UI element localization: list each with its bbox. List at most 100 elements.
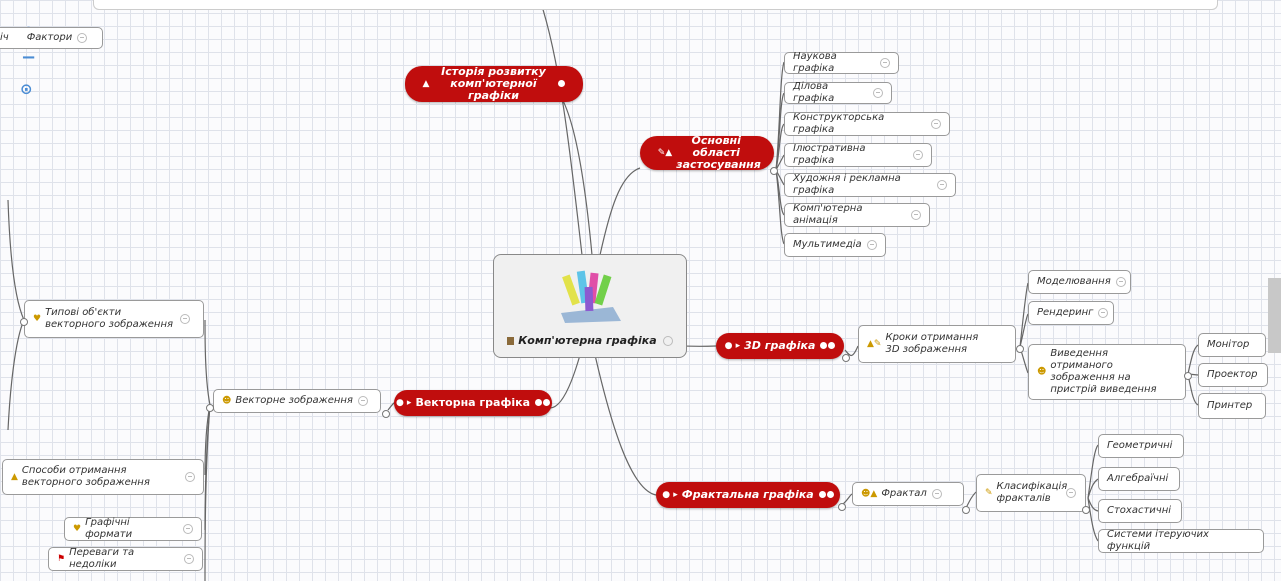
topic-areas[interactable]: ✎▲ Основні області застосування <box>640 134 774 171</box>
expand-icon <box>873 88 883 98</box>
collapse-handle[interactable] <box>962 506 970 514</box>
fractal-type-node[interactable]: Системи ітеруючих функцій <box>1098 529 1264 553</box>
collapse-handle[interactable] <box>1082 506 1090 514</box>
factors-label: Фактори <box>26 32 73 43</box>
topic-vector[interactable]: ● ▸ Векторна графіка <box>394 390 552 416</box>
status-dots-icon <box>818 489 834 501</box>
collapse-handle[interactable] <box>206 404 214 412</box>
step-node[interactable]: ☻ Виведення отриманого зображення на при… <box>1028 344 1186 400</box>
topic-areas-label: Основні області застосування <box>676 134 761 171</box>
collapse-handle[interactable] <box>842 354 850 362</box>
expand-icon <box>180 314 191 324</box>
collapse-handle[interactable] <box>20 318 28 326</box>
fractal-type-node[interactable]: Геометричні <box>1098 434 1184 458</box>
fractal-node[interactable]: ☻▲ Фрактал <box>852 482 964 506</box>
fractal-type-node[interactable]: Алгебраїчні <box>1098 467 1180 491</box>
topic-fractal[interactable]: ● ▸ Фрактальна графіка <box>656 482 840 508</box>
area-node[interactable]: Конструкторська графіка <box>784 112 950 136</box>
expand-icon <box>911 210 921 220</box>
topic-fractal-label: Фрактальна графіка <box>681 488 814 501</box>
pencil-icon: ✎ <box>985 488 993 498</box>
collapse-handle[interactable] <box>1184 372 1192 380</box>
vector-child-label: Переваги та недоліки <box>69 547 135 570</box>
area-node[interactable]: Мультимедіа <box>784 233 886 257</box>
area-label: Конструкторська графіка <box>793 112 885 135</box>
device-label: Проектор <box>1207 369 1258 380</box>
vector-child-node[interactable]: ♥ Типові об'єкти векторного зображення <box>24 300 204 338</box>
area-label: Художня і рекламна графіка <box>793 173 901 196</box>
topic-history[interactable]: ▲ Історія розвитку комп'ютерної графіки <box>405 66 583 102</box>
vector-image-node[interactable]: ☻ Векторне зображення <box>213 389 381 413</box>
area-node[interactable]: Ілюстративна графіка <box>784 143 932 167</box>
topic-history-label: Історія розвитку комп'ютерної графіки <box>441 65 546 102</box>
vector-child-node[interactable]: ♥ Графічні формати <box>64 517 202 541</box>
device-node[interactable]: Принтер <box>1198 393 1266 419</box>
fractal-type-label: Алгебраїчні <box>1107 473 1169 484</box>
fractal-label: Фрактал <box>881 488 927 499</box>
status-dots-icon <box>534 397 551 409</box>
vector-child-node[interactable]: ⚑ Переваги та недоліки <box>48 547 203 571</box>
step-label: Рендеринг <box>1037 307 1094 318</box>
area-node[interactable]: Художня і рекламна графіка <box>784 173 956 197</box>
step-node[interactable]: Рендеринг <box>1028 301 1114 325</box>
paint-tubes-image <box>561 270 621 323</box>
status-dots-icon <box>819 340 836 352</box>
collapse-handle[interactable] <box>382 410 390 418</box>
locate-icon[interactable]: ⊙ <box>20 80 33 98</box>
status-dot-icon <box>557 78 566 90</box>
expand-icon <box>184 554 194 564</box>
flag-icon: ● ▸ <box>724 341 741 351</box>
collapse-handle[interactable] <box>1016 345 1024 353</box>
zoom-out-button[interactable]: − <box>21 47 37 68</box>
book-icon <box>507 336 515 345</box>
vector-child-label: Способи отримання векторного зображення <box>21 465 150 488</box>
expand-icon <box>866 240 877 250</box>
horizontal-scrollbar[interactable] <box>93 0 1218 10</box>
area-node[interactable]: Ділова графіка <box>784 81 892 104</box>
vector-child-node[interactable]: ▲ Способи отримання векторного зображенн… <box>2 459 204 495</box>
area-label: Ілюстративна графіка <box>793 143 866 166</box>
vector-image-label: Векторне зображення <box>235 395 353 406</box>
smiley-icon: ☻ <box>222 396 232 406</box>
classification-node[interactable]: ✎ Класифікація фракталів <box>976 474 1086 512</box>
collapse-handle[interactable] <box>770 167 778 175</box>
flag-icon: ● ▸ <box>395 398 412 408</box>
expand-icon <box>937 180 947 190</box>
fractal-type-label: Геометричні <box>1107 440 1173 451</box>
steps-3d-label: Кроки отримання 3D зображення <box>885 332 979 355</box>
area-label: Мультимедіа <box>793 239 862 250</box>
classification-label: Класифікація фракталів <box>996 481 1068 504</box>
expand-icon <box>662 335 673 346</box>
expand-icon <box>185 472 195 482</box>
expand-icon <box>357 396 368 406</box>
area-node[interactable]: Комп'ютерна анімація <box>784 203 930 227</box>
central-topic[interactable]: Комп'ютерна графіка <box>493 254 687 358</box>
collapse-handle[interactable] <box>838 503 846 511</box>
fractal-type-label: Стохастичні <box>1107 505 1172 516</box>
vector-child-label: Графічні формати <box>85 517 133 540</box>
device-node[interactable]: Проектор <box>1198 363 1268 387</box>
fractal-type-node[interactable]: Стохастичні <box>1098 499 1182 523</box>
vertical-scrollbar-thumb[interactable] <box>1268 278 1281 353</box>
central-topic-label: Комп'ютерна графіка <box>518 334 657 347</box>
area-label: Ділова графіка <box>793 81 835 104</box>
vector-child-label: Типові об'єкти векторного зображення <box>45 307 173 330</box>
steps-3d-node[interactable]: ▲✎ Кроки отримання 3D зображення <box>858 325 1016 363</box>
area-node[interactable]: Наукова графіка <box>784 51 899 74</box>
factors-node[interactable]: іч Фактори <box>0 27 103 49</box>
smiley-warning-icon: ☻▲ <box>861 489 878 499</box>
expand-icon <box>1115 277 1126 287</box>
smiley-icon: ☻ <box>1037 367 1047 377</box>
expand-icon <box>1098 308 1109 318</box>
expand-icon <box>913 150 923 160</box>
area-label: Комп'ютерна анімація <box>793 203 863 226</box>
step-node[interactable]: Моделювання <box>1028 270 1131 294</box>
device-node[interactable]: Монітор <box>1198 333 1266 357</box>
topic-3d[interactable]: ● ▸ 3D графіка <box>716 333 844 359</box>
expand-icon <box>931 119 941 129</box>
warning-icon: ▲ <box>422 79 430 89</box>
expand-icon <box>77 33 88 43</box>
topic-vector-label: Векторна графіка <box>415 396 531 409</box>
step-label: Моделювання <box>1037 276 1111 287</box>
flag-icon: ● ▸ <box>662 490 678 500</box>
